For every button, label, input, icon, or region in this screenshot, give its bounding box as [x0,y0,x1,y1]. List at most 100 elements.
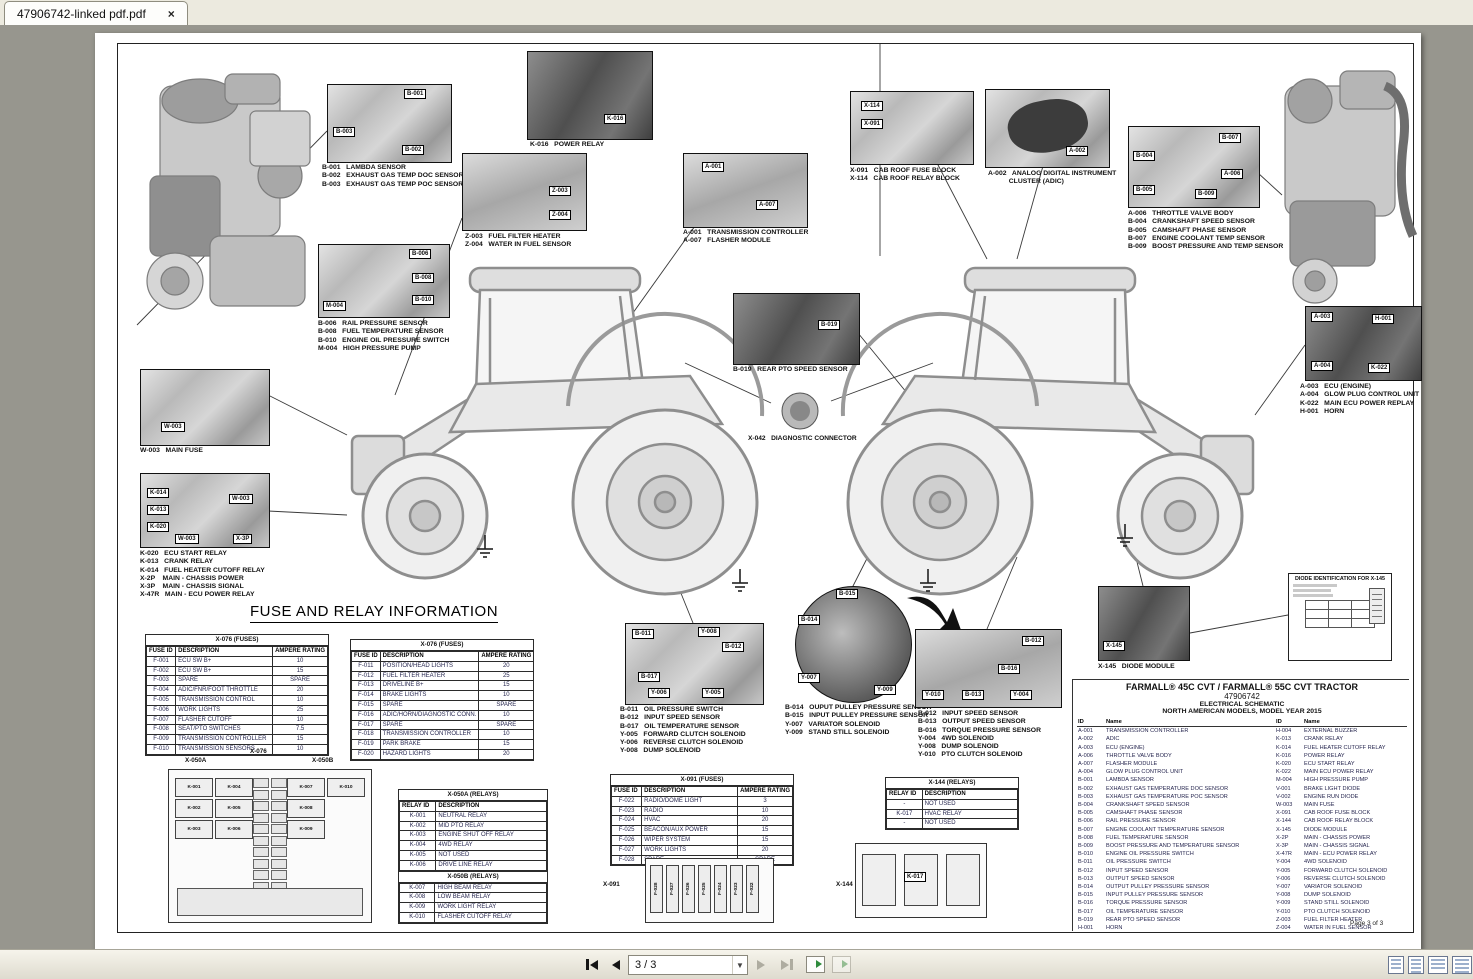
caption-line: Y-009 STAND STILL SOLENOID [785,728,890,736]
previous-page-button[interactable] [607,957,625,972]
next-page-button[interactable] [752,957,770,972]
component-tag: H-001 [1372,314,1395,324]
table-cell: OUTPUT SPEED SENSOR [1106,875,1175,882]
next-view-button[interactable] [832,956,851,973]
continuous-facing-layout-button[interactable] [1452,956,1472,974]
table-cell: MAIN - CHASSIS POWER [1304,834,1371,841]
table-cell: Y-010 [1276,908,1291,915]
legend-title: FARMALL® 45C CVT / FARMALL® 55C CVT TRAC… [1125,682,1359,692]
table-cell: 10 [478,709,535,721]
table-cell: V-002 [1276,793,1291,800]
component-tag: B-006 [409,249,432,259]
legend-block: FARMALL® 45C CVT / FARMALL® 55C CVT TRAC… [1072,679,1409,931]
table-cell: F-011 [351,660,381,672]
fuse-relay-heading: FUSE AND RELAY INFORMATION [250,603,499,623]
x076-pict-label: X-076 [250,748,267,755]
previous-view-button[interactable] [806,956,825,973]
caption-line: A-006 THROTTLE VALVE BODY [1128,210,1234,217]
caption-line: A-003 ECU (ENGINE) [1300,383,1372,390]
table-cell: CAB ROOF FUSE BLOCK [1304,810,1371,817]
table-cell: ADIC [1106,736,1120,743]
table-cell: INPUT SPEED SENSOR [1106,867,1169,874]
callout-rail-pressure: B-006 B-008 B-010 M-004 [318,244,450,318]
callout-lambda-sensor: B-001 B-003 B-002 [327,84,452,163]
last-page-button[interactable] [778,957,796,972]
document-tab[interactable]: 47906742-linked pdf.pdf × [4,1,188,25]
table-cell: 10 [272,743,328,755]
tractor-illustration-left [350,266,765,596]
table-cell: F-008 [145,724,177,736]
table-cell: F-020 [351,748,381,760]
component-tag: A-003 [1311,312,1334,322]
table-cell: MAIN FUSE [1304,802,1335,809]
facing-pages-layout-button[interactable] [1428,956,1448,974]
component-tag: B-012 [1022,636,1045,646]
table-cell: K-007 [398,882,436,894]
table-cell: PTO CLUTCH SOLENOID [1304,908,1371,915]
table-cell: F-025 [610,825,643,836]
first-page-button[interactable] [583,957,601,972]
table-cell: X-144 [1276,818,1291,825]
table-cell: NEUTRAL RELAY [435,810,547,822]
tab-bar: 47906742-linked pdf.pdf × [0,0,1473,26]
table-cell: 20 [272,685,328,696]
table-cell: 3 [737,795,793,807]
table-cell: K-014 [1276,744,1291,751]
table-cell: 15 [272,665,328,677]
table-cell: Y-006 [1276,875,1291,882]
table-cell: SPARE [478,719,535,731]
table-cell: FLASHER CUTOFF RELAY [434,911,547,923]
schematic-frame [117,43,1414,933]
table-cell: A-004 [1078,769,1093,776]
table-cell: 4WD RELAY [435,840,547,851]
continuous-layout-button[interactable] [1408,956,1424,974]
component-tag: X-145 [1103,641,1126,651]
caption-line: Z-004 WATER IN FUEL SENSOR [465,241,572,249]
single-page-layout-button[interactable] [1388,956,1404,974]
table-cell: OIL PRESSURE SWITCH [1106,859,1171,866]
caption-line: B-009 BOOST PRESSURE AND TEMP SENSOR [1128,243,1284,251]
table-cell: TORQUE PRESSURE SENSOR [1106,900,1188,907]
x091-pict-label: X-091 [603,881,620,888]
chevron-down-icon[interactable]: ▼ [732,956,747,974]
table-cell: MID PTO RELAY [435,820,547,832]
callout-main-fuse: W-003 [140,369,270,446]
x050b-pict-label: X-050B [312,757,334,764]
page-number-label: Page 3 of 3 [1350,920,1384,927]
table-cell: DIODE MODULE [1304,826,1348,833]
caption-line: B-013 OUTPUT SPEED SENSOR [918,718,1026,726]
table-cell: 15 [737,834,793,846]
table-cell: M-004 [1276,777,1292,784]
page-indicator-combobox[interactable]: 3 / 3 ▼ [628,955,748,975]
tab-close-icon[interactable]: × [167,6,175,21]
component-tag: M-004 [323,301,347,311]
caption-line: CLUSTER (ADIC) [988,178,1064,186]
component-tag: B-017 [638,672,661,682]
table-cell: X-091 [1276,810,1291,817]
table-cell: NOT USED [435,849,547,861]
caption-line: B-005 CAMSHAFT PHASE SENSOR [1128,226,1247,234]
table-cell: FUEL FILTER HEATER [1304,916,1363,923]
table-cell: TRANSMISSION CONTROLLER [1106,728,1189,735]
component-tag: B-007 [1219,133,1242,143]
caption-line: B-004 CRANKSHAFT SPEED SENSOR [1128,218,1255,226]
component-tag: A-006 [1221,169,1244,179]
tractor-illustration-right [840,266,1255,596]
table-cell: CAMSHAFT PHASE SENSOR [1106,810,1183,817]
callout-diode-module: X-145 [1098,586,1190,661]
table-cell: HAZARD LIGHTS [379,748,480,760]
navigation-toolbar: 3 / 3 ▼ [0,949,1473,979]
